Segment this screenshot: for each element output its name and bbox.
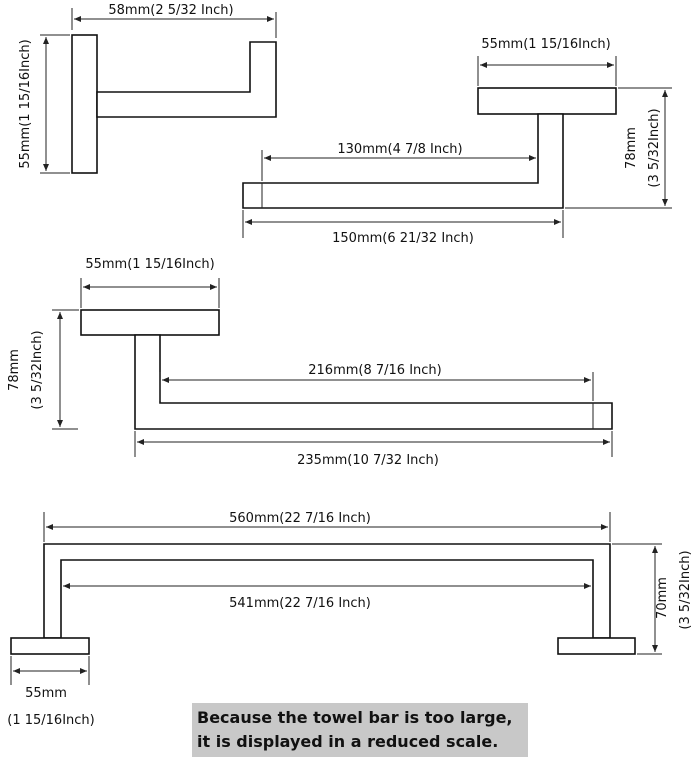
- scale-note-line-2: it is displayed in a reduced scale.: [197, 732, 499, 751]
- scale-note-line-1: Because the towel bar is too large,: [197, 708, 513, 727]
- towel-bar-depth-mm: 70mm: [655, 577, 670, 619]
- paper-holder-depth-mm: 78mm: [624, 127, 639, 169]
- hook-drawing: 58mm(2 5/32 Inch) 55mm(1 15/16Inch): [18, 3, 277, 174]
- towel-ring-bar-outer-label: 235mm(10 7/32 Inch): [297, 453, 439, 468]
- towel-bar-base-inch: (1 15/16Inch): [7, 713, 94, 728]
- paper-holder-arm: [242, 113, 564, 209]
- towel-bar-base-mm: 55mm: [25, 686, 67, 701]
- hook-height-label: 55mm(1 15/16Inch): [18, 39, 33, 168]
- paper-holder-inner-label: 130mm(4 7/8 Inch): [337, 142, 462, 157]
- towel-bar-right-base: [557, 637, 636, 655]
- towel-bar-left-base: [10, 637, 90, 655]
- towel-ring-bar-depth-mm: 78mm: [7, 349, 22, 391]
- towel-bar-outer-label: 560mm(22 7/16 Inch): [229, 511, 371, 526]
- towel-ring-bar-inner-label: 216mm(8 7/16 Inch): [308, 363, 441, 378]
- towel-bar-frame: [43, 543, 611, 639]
- towel-bar-depth-inch: (3 5/32Inch): [678, 550, 693, 629]
- towel-bar-drawing: 560mm(22 7/16 Inch) 541mm(22 7/16 Inch) …: [7, 511, 693, 728]
- paper-holder-outer-label: 150mm(6 21/32 Inch): [332, 231, 474, 246]
- hook-base-plate: [71, 34, 98, 174]
- towel-ring-bar-base-plate: [80, 309, 220, 336]
- paper-holder-drawing: 55mm(1 15/16Inch) 130mm(4 7/8 Inch) 150m…: [242, 37, 672, 246]
- towel-ring-bar-drawing: 55mm(1 15/16Inch) 78mm (3 5/32Inch) 216m…: [7, 257, 613, 468]
- hook-arm: [96, 41, 277, 118]
- hook-width-label: 58mm(2 5/32 Inch): [108, 3, 233, 18]
- paper-holder-depth-inch: (3 5/32Inch): [647, 108, 662, 187]
- towel-bar-inner-label: 541mm(22 7/16 Inch): [229, 596, 371, 611]
- paper-holder-base-plate: [477, 87, 617, 115]
- towel-ring-bar-base-label: 55mm(1 15/16Inch): [85, 257, 214, 272]
- paper-holder-base-label: 55mm(1 15/16Inch): [481, 37, 610, 52]
- towel-ring-bar-depth-inch: (3 5/32Inch): [30, 330, 45, 409]
- scale-note: Because the towel bar is too large, it i…: [192, 703, 528, 757]
- towel-ring-bar-arm: [134, 334, 613, 430]
